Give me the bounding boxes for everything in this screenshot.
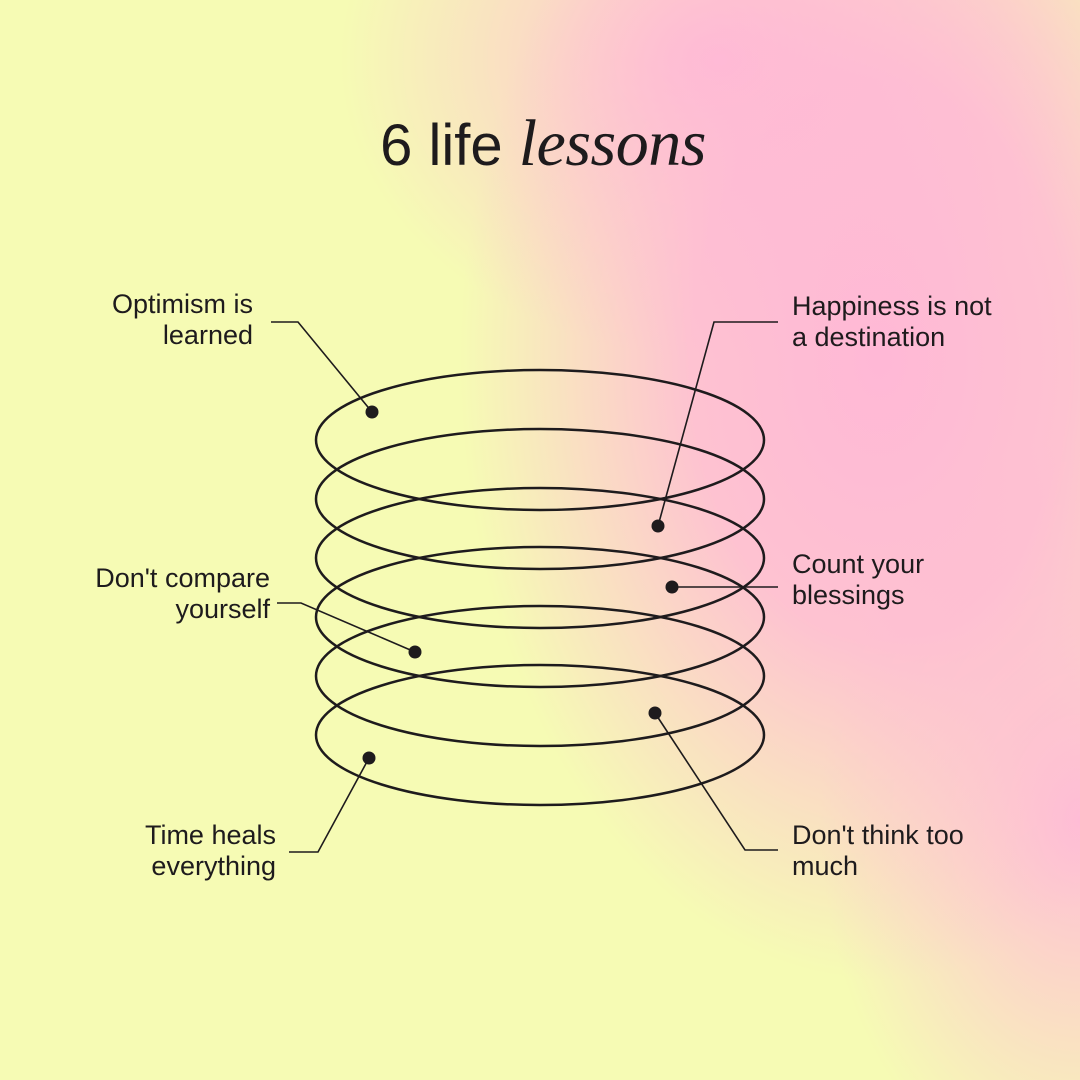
- marker-dot-compare: [408, 645, 422, 659]
- ring-1: [314, 368, 766, 512]
- marker-dot-blessings: [665, 580, 679, 594]
- lesson-label-line: much: [792, 851, 859, 881]
- leader-line-think: [654, 712, 778, 851]
- lesson-label-optimism: Optimism is learned: [112, 289, 253, 351]
- lesson-label-think: Don't think too much: [792, 820, 964, 882]
- lesson-label-line: Count your: [792, 549, 925, 579]
- leader-line-optimism: [271, 321, 373, 413]
- lesson-label-blessings: Count your blessings: [792, 549, 924, 611]
- marker-dot-think: [648, 706, 662, 720]
- ring-3: [314, 486, 766, 630]
- lesson-label-happiness: Happiness is not a destination: [792, 291, 992, 353]
- leader-line-time: [289, 757, 370, 853]
- lesson-label-line: Time heals: [144, 820, 276, 850]
- ring-5: [314, 604, 766, 748]
- ring-4: [314, 545, 766, 689]
- marker-dot-happiness: [651, 519, 665, 533]
- lesson-label-line: blessings: [792, 580, 905, 610]
- lesson-label-line: Don't think too: [792, 820, 964, 850]
- lesson-label-line: learned: [162, 320, 253, 350]
- lesson-label-compare: Don't compare yourself: [95, 563, 270, 625]
- ring-6: [314, 663, 766, 807]
- marker-dot-optimism: [365, 405, 379, 419]
- title-italic: lessons: [518, 107, 707, 180]
- leader-line-happiness: [657, 321, 778, 527]
- lesson-label-line: a destination: [792, 322, 946, 352]
- lesson-label-line: Don't compare: [95, 563, 270, 593]
- title-plain: 6 life: [380, 113, 519, 178]
- leader-line-compare: [277, 602, 416, 653]
- marker-dot-time: [362, 751, 376, 765]
- lesson-label-line: Happiness is not: [792, 291, 992, 321]
- page-title: 6 life lessons: [0, 108, 1080, 182]
- ring-2: [314, 427, 766, 571]
- lesson-label-line: yourself: [175, 594, 270, 624]
- lesson-label-time: Time heals everything: [145, 820, 276, 882]
- lesson-label-line: everything: [151, 851, 276, 881]
- lesson-label-line: Optimism is: [112, 289, 253, 319]
